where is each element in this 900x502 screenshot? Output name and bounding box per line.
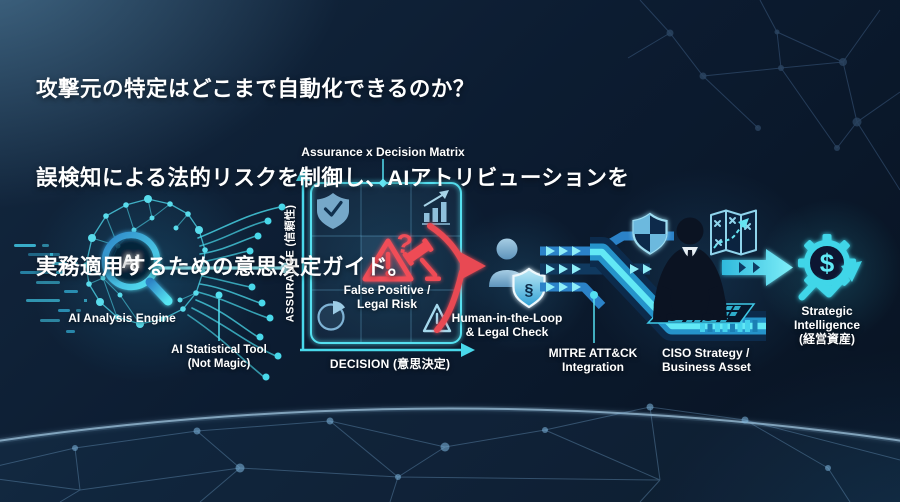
dollar-symbol: $ — [820, 248, 835, 278]
trace-chevrons — [546, 246, 652, 292]
statistical-tool-label: AI Statistical Tool (Not Magic) — [171, 344, 267, 370]
ai-magnifier-icon: AI — [101, 231, 173, 306]
ai-engine-label: AI Analysis Engine — [68, 311, 176, 325]
section-symbol: § — [525, 282, 534, 299]
risk-label: False Positive / Legal Risk — [343, 283, 431, 312]
security-shield-icon — [632, 212, 668, 255]
risk-escalation-arrow — [427, 223, 486, 333]
headline-line-2: 誤検知による法的リスクを制御し、AIアトリビューションを — [36, 166, 630, 191]
ciso-silhouette — [653, 217, 727, 321]
globe-horizon-mesh — [0, 403, 900, 502]
shield-check-icon — [317, 193, 349, 229]
pie-chart-icon — [317, 300, 345, 331]
legal-shield-icon: § — [512, 267, 546, 309]
strategy-map-icon — [710, 209, 757, 256]
flow-arrow — [722, 249, 793, 286]
strategic-label: Strategic Intelligence (経営資産) — [793, 304, 861, 347]
trend-arrow-icon — [798, 261, 862, 301]
matrix-y-axis-label: ASSURANCE (信頼性) — [284, 204, 297, 323]
progress-segments — [700, 320, 758, 332]
statistical-tool-callout — [215, 291, 223, 341]
matrix-axes — [296, 167, 475, 357]
mitre-callout — [590, 291, 598, 343]
human-loop-label: Human-in-the-Loop & Legal Check — [451, 311, 563, 340]
ciso-label: CISO Strategy / Business Asset — [662, 346, 751, 375]
gear-dollar-icon: $ — [798, 234, 856, 292]
headline-line-1: 攻撃元の特定はどこまで自動化できるのか？ — [36, 77, 475, 102]
data-stream-icon — [14, 244, 91, 333]
neural-flow-lines — [158, 203, 292, 381]
mitre-label: MITRE ATT&CK Integration — [548, 346, 638, 375]
matrix-x-axis-label: DECISION (意思決定) — [329, 357, 451, 371]
headline-line-3: 実務適用するための意思決定ガイド。 — [36, 255, 410, 280]
matrix-title: Assurance x Decision Matrix — [301, 145, 465, 159]
background-mesh-top — [627, 0, 900, 191]
growth-chart-icon — [422, 190, 450, 225]
gavel-icon — [402, 238, 441, 281]
risk-cluster: ? — [362, 228, 441, 282]
ai-magnifier-text: AI — [122, 252, 141, 273]
headline: 攻撃元の特定はどこまで自動化できるのか？ 誤検知による法的リスクを制御し、AIア… — [36, 16, 629, 342]
brain-network-icon — [83, 195, 208, 328]
